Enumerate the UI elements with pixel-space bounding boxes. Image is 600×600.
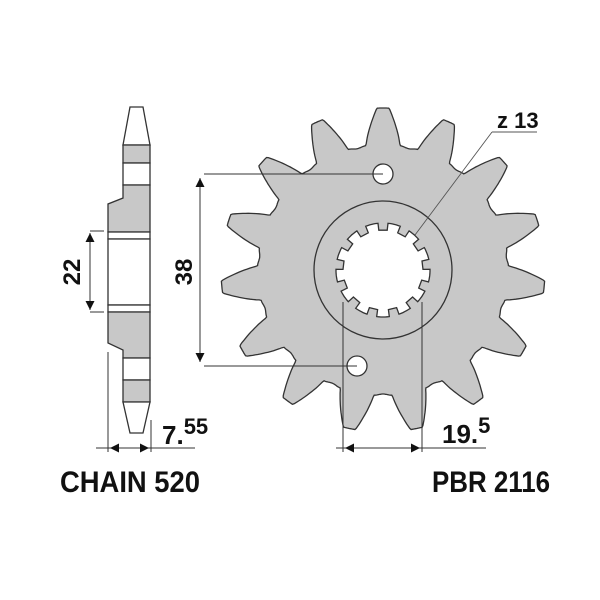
teeth-count-label: z 13: [497, 108, 539, 133]
spline-bore: [335, 222, 431, 318]
spline-width-dimension: [336, 302, 486, 453]
bolt-spacing-dimension: [195, 173, 383, 367]
bolt-spacing-label: 38: [171, 259, 198, 286]
part-number-label: PBR 2116: [432, 466, 550, 499]
hub-width-label: 22: [59, 259, 86, 286]
thickness-label: 7.55: [162, 414, 208, 450]
spline-width-label: 19.5: [442, 413, 490, 449]
hub-width-dimension: [85, 230, 104, 313]
side-profile: [107, 106, 151, 434]
hub-circle: [313, 200, 453, 340]
sprocket-face: [220, 107, 546, 431]
chain-label: CHAIN 520: [60, 466, 200, 499]
teeth-leader: [414, 131, 537, 236]
thickness-dimension: [96, 352, 195, 453]
